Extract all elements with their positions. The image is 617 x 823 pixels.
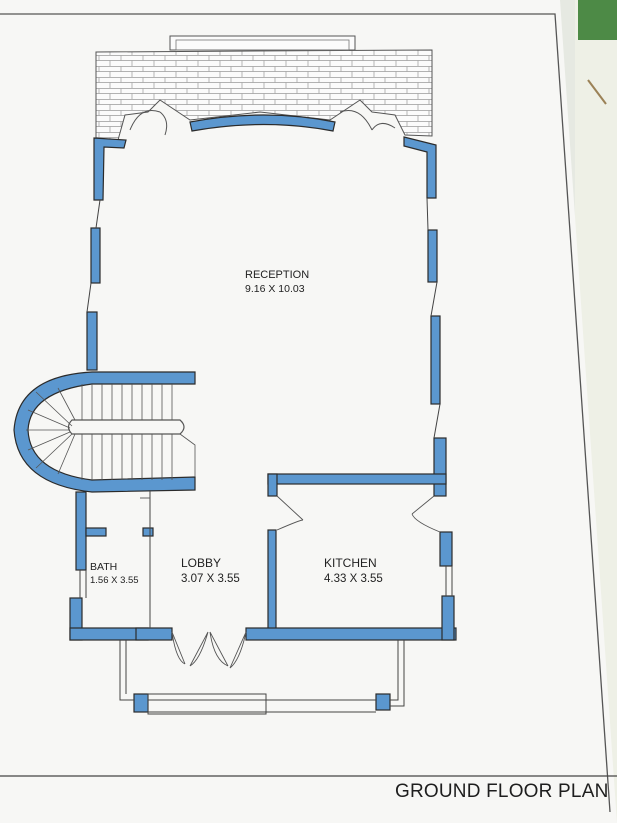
terrace-paving: [95, 35, 433, 141]
kitchen-size: 4.33 X 3.55: [324, 573, 383, 585]
plant-leaf: [578, 0, 617, 40]
drawing-frame: [0, 13, 611, 813]
kitchen-name: KITCHEN: [324, 556, 377, 570]
bath-name: BATH: [90, 561, 117, 573]
bath-size: 1.56 X 3.55: [90, 575, 139, 586]
thin-lines: [79, 197, 453, 715]
room-labels: RECEPTION 9.16 X 10.03 BATH 1.56 X 3.55 …: [90, 269, 383, 586]
walls: [13, 114, 457, 713]
plan-title: GROUND FLOOR PLAN: [395, 781, 609, 802]
reception-size: 9.16 X 10.03: [245, 283, 305, 295]
doors: [140, 495, 441, 669]
lobby-name: LOBBY: [181, 556, 221, 570]
lobby-size: 3.07 X 3.55: [181, 573, 240, 585]
pencil-mark: [587, 79, 607, 105]
reception-name: RECEPTION: [245, 269, 309, 281]
terrace-doors: [129, 110, 396, 136]
staircase: [26, 384, 196, 480]
